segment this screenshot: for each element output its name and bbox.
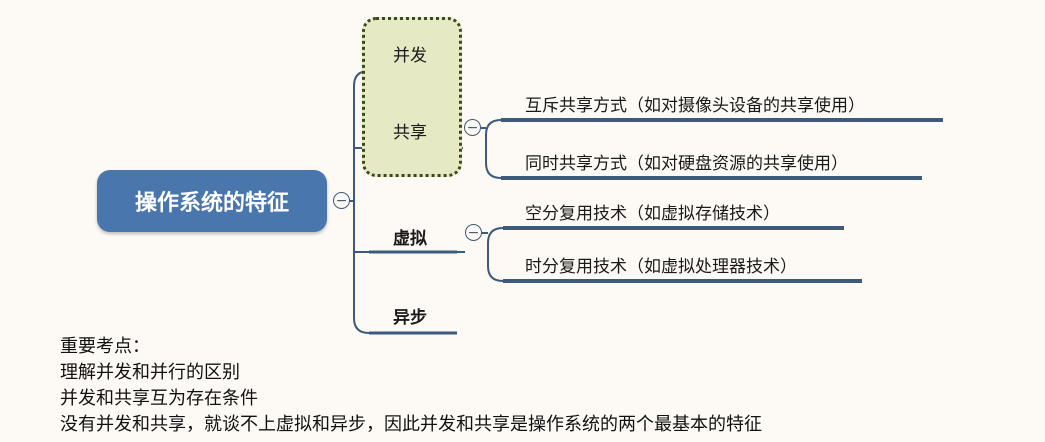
virtual-sub-space-division[interactable]: 空分复用技术（如虚拟存储技术） (525, 204, 780, 224)
branch-async[interactable]: 异步 (393, 308, 427, 328)
minus-icon: − (467, 224, 480, 241)
virtual-collapse-icon[interactable]: − (465, 224, 482, 241)
share-sub-simultaneous[interactable]: 同时共享方式（如对硬盘资源的共享使用） (525, 154, 848, 174)
share-collapse-icon[interactable]: − (464, 119, 481, 136)
virtual-sub-time-division[interactable]: 时分复用技术（如虚拟处理器技术） (525, 257, 797, 277)
connector-virtual-sub (457, 227, 504, 282)
highlight-box (362, 17, 462, 177)
notes-heading: 重要考点： (60, 336, 150, 357)
notes-line: 没有并发和共享，就谈不上虚拟和异步，因此并发和共享是操作系统的两个最基本的特征 (60, 414, 762, 435)
minus-icon: − (466, 119, 479, 136)
branch-concurrency[interactable]: 并发 (393, 46, 427, 66)
branch-share[interactable]: 共享 (393, 123, 427, 143)
share-sub-mutex[interactable]: 互斥共享方式（如对摄像头设备的共享使用） (525, 96, 865, 116)
branch-virtual[interactable]: 虚拟 (393, 229, 427, 249)
root-node[interactable]: 操作系统的特征 (97, 170, 327, 232)
root-label: 操作系统的特征 (134, 191, 289, 216)
notes-line: 并发和共享互为存在条件 (60, 388, 258, 409)
minus-icon: − (335, 192, 348, 209)
connector-spine (353, 70, 370, 334)
root-collapse-icon[interactable]: − (333, 192, 350, 209)
notes-line: 理解并发和并行的区别 (60, 362, 240, 383)
key-points-notes: 重要考点： 理解并发和并行的区别 并发和共享互为存在条件 没有并发和共享，就谈不… (60, 334, 762, 438)
